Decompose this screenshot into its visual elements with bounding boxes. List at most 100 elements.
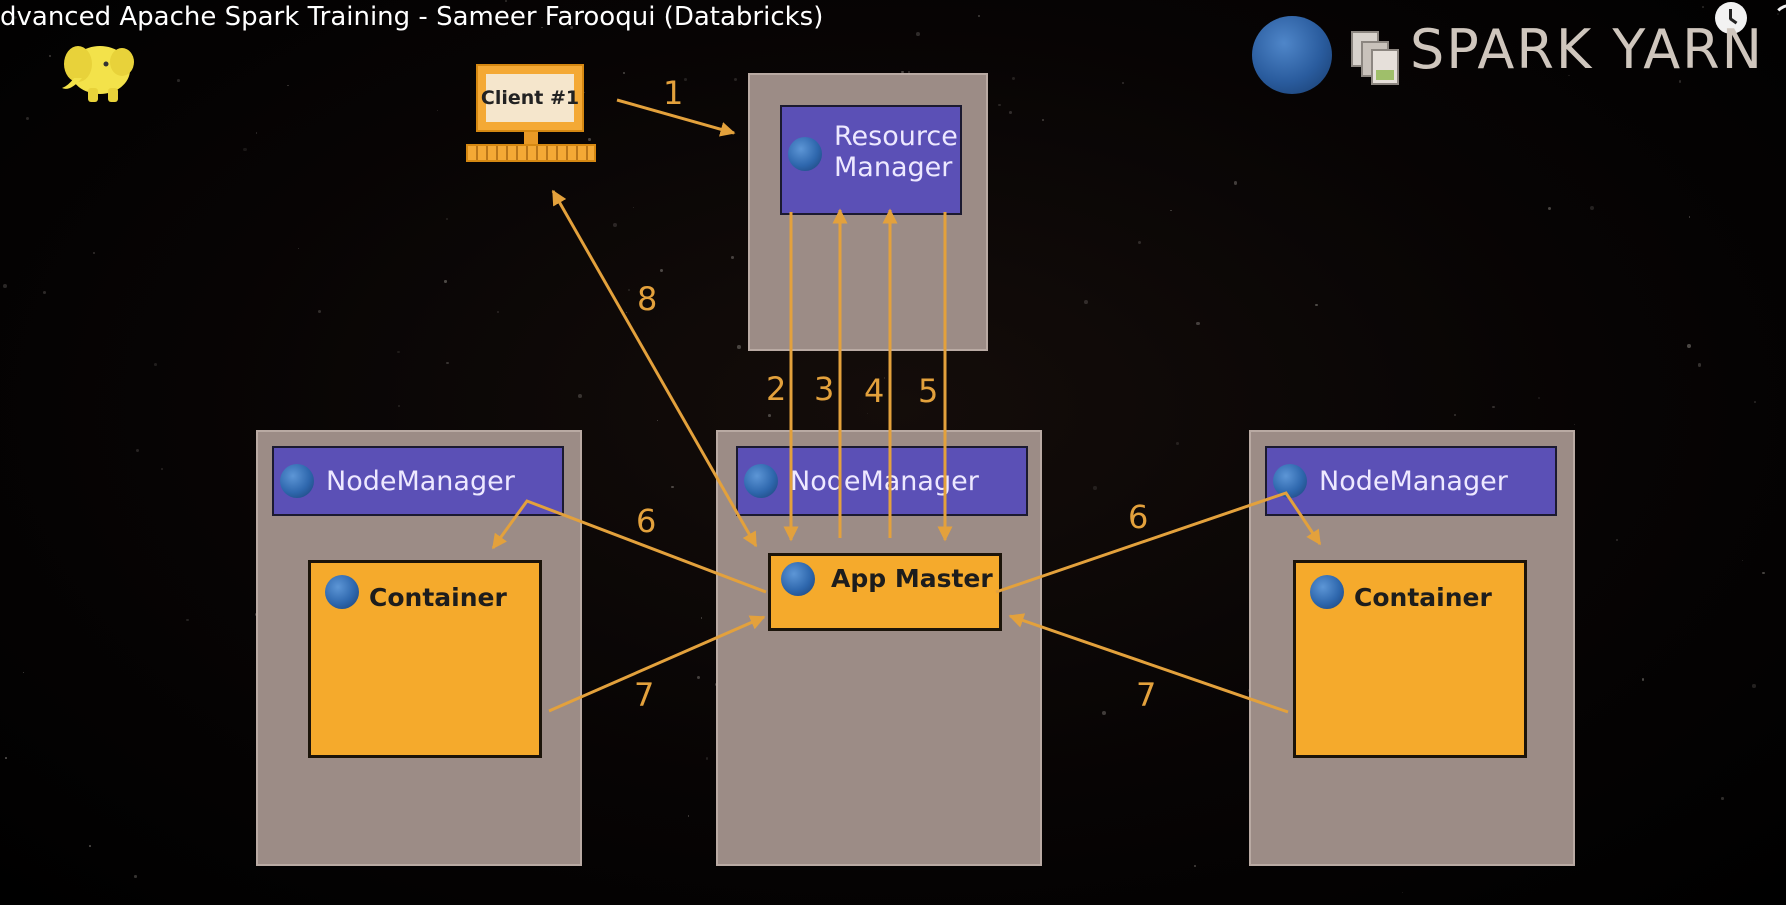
star	[901, 70, 904, 74]
star	[186, 618, 189, 621]
star	[1754, 401, 1756, 403]
star	[26, 116, 30, 121]
right-container: Container	[1293, 560, 1527, 758]
keyboard-icon	[466, 144, 596, 162]
star	[287, 85, 289, 87]
star	[1122, 82, 1125, 85]
star	[1573, 423, 1576, 426]
arrow-step-7-left	[548, 615, 766, 713]
star	[1590, 206, 1595, 210]
step-5-label: 5	[918, 372, 939, 410]
arrow-step-6-left	[491, 499, 767, 594]
star	[134, 875, 137, 878]
clock-icon[interactable]	[1715, 2, 1747, 34]
star	[1247, 689, 1250, 692]
yarn-ball-icon	[781, 562, 815, 596]
star	[1697, 363, 1702, 367]
star	[22, 671, 25, 674]
star	[436, 109, 438, 111]
star	[136, 448, 140, 452]
star	[446, 361, 449, 365]
star	[317, 309, 321, 314]
arrow-step-1	[616, 98, 736, 137]
star	[1170, 209, 1172, 212]
star	[1102, 711, 1106, 715]
hadoop-elephant-icon	[62, 46, 134, 102]
star	[683, 78, 687, 82]
star	[1454, 414, 1457, 416]
star	[42, 291, 46, 294]
step-2-label: 2	[766, 370, 787, 408]
star	[1641, 678, 1645, 681]
star	[446, 218, 449, 221]
star	[1687, 344, 1692, 348]
documents-icon	[1351, 31, 1399, 85]
star	[1193, 864, 1196, 868]
star	[505, 0, 508, 3]
star	[687, 815, 690, 818]
left-nodemanager-bar: NodeManager	[272, 446, 564, 516]
star	[908, 70, 911, 73]
star	[161, 467, 164, 470]
star	[738, 7, 741, 11]
step-4-label: 4	[864, 372, 885, 410]
video-title[interactable]: dvanced Apache Spark Training - Sameer F…	[0, 2, 824, 32]
star	[1011, 76, 1016, 81]
star	[5, 757, 7, 759]
star	[768, 414, 771, 418]
yarn-ball-icon	[280, 464, 314, 498]
star	[1042, 118, 1044, 121]
star	[153, 363, 157, 366]
star	[1547, 206, 1551, 210]
right-nodemanager-bar: NodeManager	[1265, 446, 1557, 516]
app-master-box: App Master	[768, 553, 1002, 631]
yarn-ball-icon	[325, 575, 359, 609]
star	[92, 251, 96, 255]
right-node: NodeManager Container	[1249, 430, 1575, 866]
star	[588, 138, 591, 141]
star	[883, 377, 885, 379]
center-nodemanager-label: NodeManager	[790, 465, 979, 497]
app-master-label: App Master	[831, 564, 993, 593]
yarn-ball-icon	[1310, 575, 1344, 609]
star	[1568, 74, 1570, 76]
star	[915, 31, 920, 36]
star	[1093, 486, 1097, 490]
star	[1401, 892, 1403, 894]
resource-manager-box: Resource Manager	[780, 105, 962, 215]
star	[1233, 181, 1237, 185]
step-8-label: 8	[637, 280, 658, 318]
star	[584, 91, 586, 94]
star	[48, 54, 51, 57]
left-node: NodeManager Container	[256, 430, 582, 866]
star	[3, 284, 8, 289]
star	[243, 148, 247, 152]
star	[1196, 321, 1200, 326]
arrow-step-7-right	[1008, 613, 1289, 714]
step-7-right-label: 7	[1136, 676, 1157, 714]
star	[1721, 797, 1724, 800]
star	[1315, 304, 1318, 307]
client-computer: Client #1	[466, 64, 596, 164]
star	[1752, 684, 1756, 688]
right-nodemanager-label: NodeManager	[1319, 465, 1508, 497]
star	[444, 280, 447, 283]
left-nodemanager-label: NodeManager	[326, 465, 515, 497]
star	[1688, 216, 1691, 218]
star	[397, 351, 400, 354]
star	[1741, 560, 1743, 562]
star	[623, 71, 626, 74]
client-label: Client #1	[480, 87, 580, 109]
star	[733, 77, 737, 81]
star	[1537, 397, 1541, 400]
monitor-icon: Client #1	[476, 64, 584, 132]
left-container: Container	[308, 560, 542, 758]
step-1-label: 1	[663, 74, 684, 112]
star	[998, 103, 1001, 107]
right-container-label: Container	[1354, 583, 1492, 612]
step-3-label: 3	[814, 370, 835, 408]
star	[496, 310, 500, 314]
slide-title: SPARK YARN	[1410, 18, 1765, 81]
